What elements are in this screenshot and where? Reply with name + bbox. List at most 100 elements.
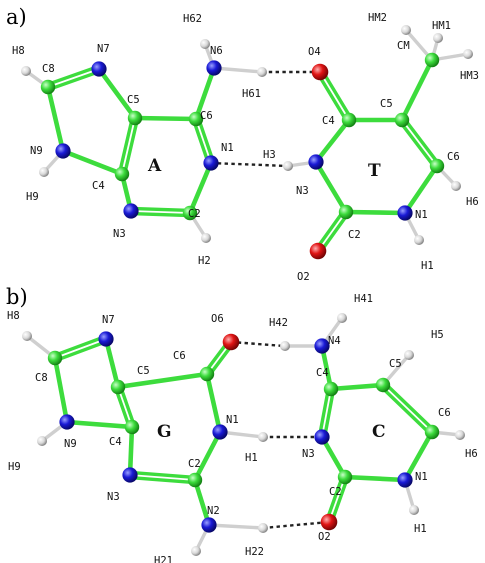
- atom-t_C6: [429, 158, 445, 174]
- atom-label-g_N7: N7: [102, 314, 115, 326]
- bond-g_N1-g_C2: [192, 429, 223, 483]
- atom-label-a_N6: N6: [210, 45, 223, 57]
- atom-c_C5: [375, 377, 391, 393]
- atom-label-g_N1: N1: [226, 414, 239, 426]
- bond-c_C5-c_C6-0: [383, 381, 436, 432]
- atom-label-t_HM1: HM1: [432, 20, 451, 32]
- ring-label-guanine: G: [157, 422, 172, 442]
- atom-label-c_H5: H5: [431, 329, 444, 341]
- bond-t_C4-t_O4-0: [316, 71, 349, 124]
- atom-c_O2: [320, 513, 338, 531]
- atom-t_H1: [414, 235, 424, 245]
- atom-a_N9: [55, 143, 71, 159]
- atom-a_N3: [123, 203, 139, 219]
- bond-c_C2-c_N3: [319, 434, 348, 480]
- atom-c_H42: [280, 341, 290, 351]
- atom-label-g_N3: N3: [107, 491, 120, 503]
- atom-t_HM3: [463, 49, 473, 59]
- ring-label-adenine: A: [147, 156, 162, 176]
- hbond-g_O6-c_H42: [230, 340, 286, 348]
- atom-a_C4: [114, 166, 130, 182]
- atom-c_N1: [397, 472, 413, 488]
- bond-c_C5-c_C6-1: [379, 385, 432, 436]
- bond-a_C2-a_N1: [187, 160, 214, 216]
- atom-a_H2: [201, 233, 211, 243]
- atom-c_C6: [424, 424, 440, 440]
- bond-c_N3-c_C4-0: [317, 386, 331, 439]
- atom-label-a_C5: C5: [127, 94, 140, 106]
- bond-a_N1-a_C6-0: [191, 118, 211, 166]
- atom-a_C5: [127, 110, 143, 126]
- atom-label-t_C6: C6: [447, 151, 460, 163]
- atom-a_C2: [182, 205, 198, 221]
- atom-c_C4: [323, 381, 339, 397]
- atom-t_C2: [338, 204, 354, 220]
- atom-g_C2: [187, 472, 203, 488]
- atom-a_C6: [188, 111, 204, 127]
- bond-g_C5-g_C6: [115, 371, 210, 390]
- bond-g_N3-g_C4: [127, 424, 135, 478]
- atom-label-g_C6: C6: [173, 350, 186, 362]
- atom-t_HM1: [433, 33, 443, 43]
- atom-t_O4: [311, 63, 329, 81]
- atom-t_H6: [451, 181, 461, 191]
- bond-t_N3-t_C4: [313, 117, 352, 165]
- atom-label-g_H1: H1: [245, 452, 258, 464]
- atom-label-t_H6: H6: [466, 196, 479, 208]
- atom-c_H41: [337, 313, 347, 323]
- atom-c_H6: [455, 430, 465, 440]
- atom-label-c_H1: H1: [414, 523, 427, 535]
- atom-label-g_C2: C2: [188, 458, 201, 470]
- bond-g_N7-g_C5: [103, 336, 121, 390]
- atom-t_C5: [394, 112, 410, 128]
- atom-label-a_H2: H2: [198, 255, 211, 267]
- atom-label-g_N9: N9: [64, 438, 77, 450]
- atom-label-t_C2: C2: [348, 229, 361, 241]
- bond-g_C8-g_N7-1: [54, 339, 109, 363]
- bond-a_N6-a_H61: [212, 66, 264, 74]
- atom-g_N1: [212, 424, 228, 440]
- atom-a_H8: [21, 66, 31, 76]
- bond-g_N2-g_H22: [207, 523, 265, 530]
- atom-t_N3: [308, 154, 324, 170]
- bond-g_C2-g_N2: [192, 477, 212, 528]
- atom-label-c_O2: O2: [318, 531, 331, 543]
- bond-a_N7-a_C5: [96, 66, 138, 121]
- atom-label-t_N1: N1: [415, 209, 428, 221]
- atom-a_N1: [203, 155, 219, 171]
- atom-label-g_N2: N2: [207, 505, 220, 517]
- atom-label-g_C5: C5: [137, 365, 150, 377]
- atom-label-a_H8: H8: [12, 45, 25, 57]
- bond-a_C5-a_C4-1: [117, 115, 135, 176]
- atom-label-a_C2: C2: [188, 208, 201, 220]
- bond-c_C2-c_O2-0: [329, 476, 350, 525]
- atom-label-t_H3: H3: [263, 149, 276, 161]
- atom-a_N6: [206, 60, 222, 76]
- atom-label-c_C5: C5: [389, 358, 402, 370]
- panel-a-label: a): [6, 5, 27, 29]
- atoms: [21, 25, 473, 556]
- bond-g_C5-g_C4-1: [113, 386, 132, 430]
- bond-t_C6-t_N1: [402, 163, 440, 216]
- atom-label-c_N1: N1: [415, 471, 428, 483]
- atom-a_H9: [39, 167, 49, 177]
- atom-g_O6: [222, 333, 240, 351]
- bond-t_C5-t_C6-0: [402, 116, 441, 167]
- atom-label-c_N3: N3: [302, 448, 315, 460]
- atom-labels: H8C8N7N9H9C5C4N3C2H2N1C6N6H62H61O4C4C5CM…: [7, 12, 479, 563]
- bond-g_C8-g_N9: [52, 355, 70, 425]
- bond-g_C2-g_N3-0: [128, 475, 197, 485]
- bond-g_C8-g_N7-0: [52, 334, 107, 358]
- atom-c_N4: [314, 338, 330, 354]
- bond-a_C6-a_N6: [193, 65, 217, 122]
- atom-g_N7: [98, 331, 114, 347]
- atom-label-a_C6: C6: [200, 110, 213, 122]
- bond-c_N1-c_C2: [342, 474, 408, 483]
- atom-label-c_C2: C2: [329, 486, 342, 498]
- atom-label-t_HM2: HM2: [368, 12, 387, 24]
- atom-g_H9: [37, 436, 47, 446]
- atom-label-t_O2: O2: [297, 271, 310, 283]
- bond-g_C6-g_N1: [204, 371, 223, 435]
- bond-g_C5-g_C4-0: [118, 384, 137, 428]
- hbond-g_H22-c_O2: [262, 520, 330, 530]
